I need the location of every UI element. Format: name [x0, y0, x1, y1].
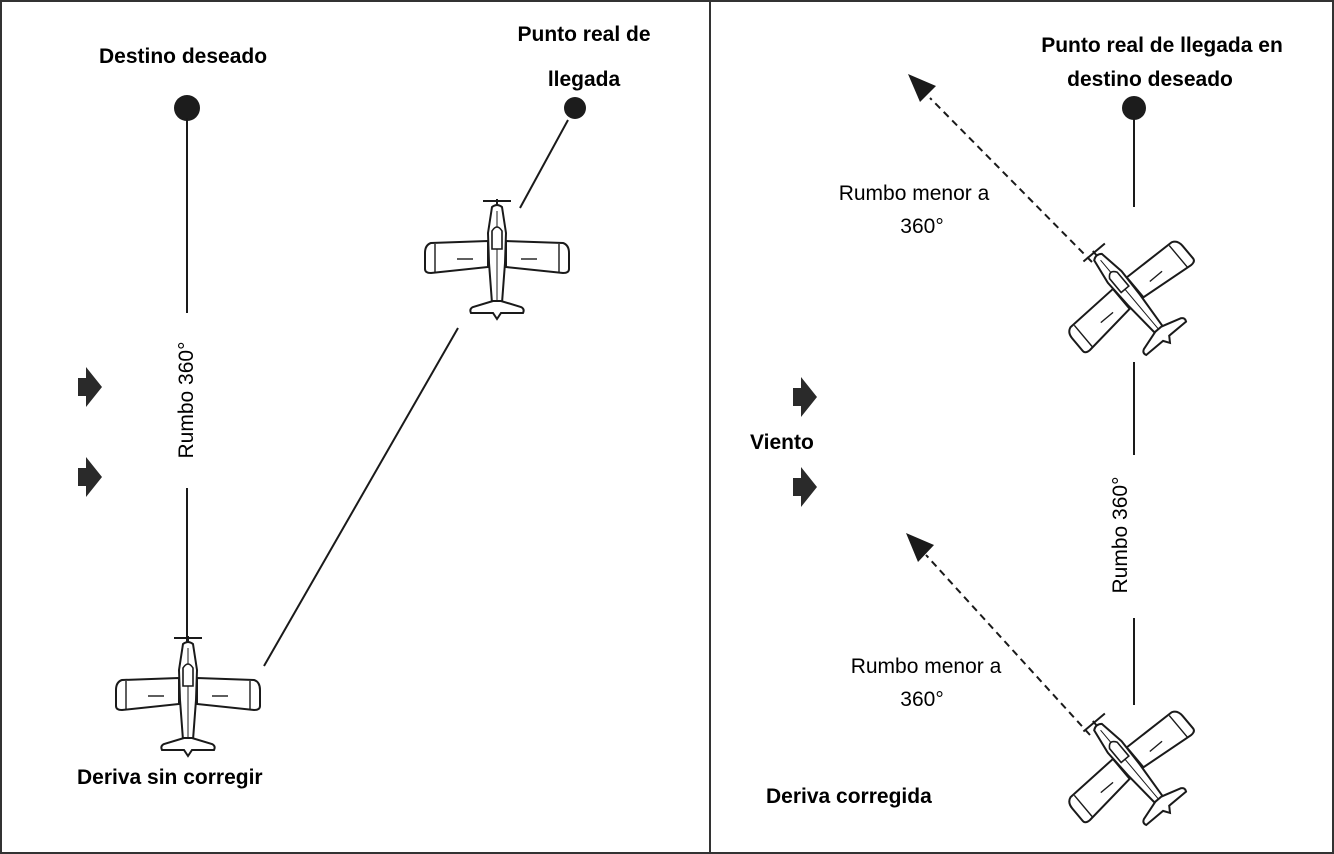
lower-heading-arrowhead: [906, 533, 934, 562]
airplane-lower-right: [1036, 673, 1227, 854]
actual-arrival-dot: [564, 97, 586, 119]
upper-heading-line1: Rumbo menor a: [839, 182, 990, 205]
arrival-label-line1: Punto real de llegada en: [1041, 34, 1283, 57]
drift-path-upper: [519, 119, 569, 209]
wind-label: Viento: [750, 431, 814, 454]
arrival-dot: [1122, 96, 1146, 120]
wind-arrow-right-bottom: [793, 467, 817, 507]
right-heading-label: Rumbo 360°: [1109, 477, 1132, 594]
desired-destination-label: Destino deseado: [99, 45, 267, 68]
right-caption: Deriva corregida: [766, 785, 932, 808]
wind-arrow-left-top: [78, 367, 102, 407]
actual-arrival-label-line2: llegada: [548, 68, 621, 91]
upper-heading-line2: 360°: [900, 215, 943, 238]
wind-arrow-right-top: [793, 377, 817, 417]
arrival-label-line2: destino deseado: [1067, 68, 1233, 91]
actual-arrival-label-line1: Punto real de: [517, 23, 650, 46]
airplane-lower-left: [115, 635, 261, 757]
airplane-upper-left: [424, 198, 570, 320]
left-panel: Destino deseado Punto real de llegada Ru…: [77, 23, 651, 789]
left-heading-label: Rumbo 360°: [175, 342, 198, 459]
airplane-upper-right: [1036, 203, 1227, 391]
upper-heading-dashed: [929, 97, 1093, 263]
lower-heading-dashed: [925, 554, 1091, 736]
lower-heading-line1: Rumbo menor a: [851, 655, 1002, 678]
upper-heading-arrowhead: [908, 74, 936, 102]
wind-arrow-left-bottom: [78, 457, 102, 497]
lower-heading-line2: 360°: [900, 688, 943, 711]
desired-destination-dot: [174, 95, 200, 121]
right-panel: Punto real de llegada en destino deseado…: [750, 34, 1283, 854]
drift-path-lower: [263, 327, 459, 667]
left-caption: Deriva sin corregir: [77, 766, 263, 789]
